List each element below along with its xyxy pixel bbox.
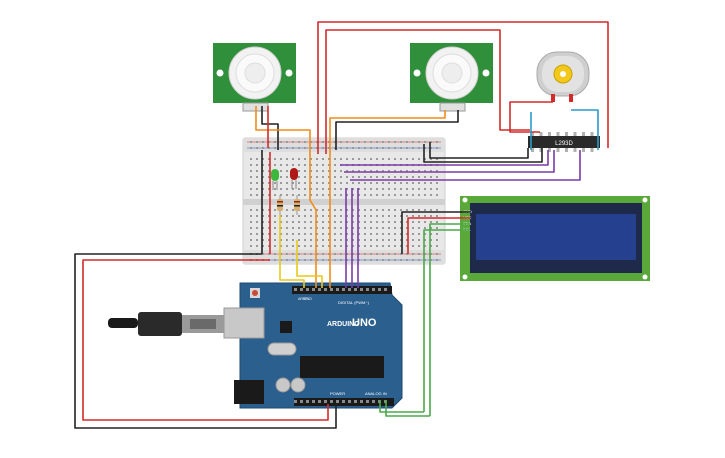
wire-bb-yellow (279, 215, 305, 288)
lcd-module[interactable]: GND VCC SDA SCL (460, 196, 650, 281)
pir1-label-right: SENS (295, 73, 300, 84)
pir2-label-right: SENS (492, 73, 497, 84)
usb-cable (108, 312, 224, 336)
arduino-digital-label: DIGITAL (PWM~) (338, 300, 370, 305)
motor-driver-ic[interactable]: L293D (528, 132, 600, 152)
resistor-1[interactable] (277, 195, 283, 215)
arduino-power-label: POWER (330, 391, 345, 396)
wire-a4-green (379, 400, 424, 413)
arduino-gnd-label: GND (304, 297, 312, 301)
wire-pir2-red (325, 29, 530, 154)
resistor-2[interactable] (294, 195, 300, 215)
wire-motor-power-red (317, 21, 609, 154)
green-led[interactable] (271, 169, 279, 190)
wire-pir2-orange (329, 110, 446, 152)
wires (74, 21, 609, 429)
arduino-uno[interactable]: ARDUINO UNO DIGITAL (PWM~) POWER ANALOG … (223, 282, 403, 409)
arduino-header-pins (294, 288, 387, 403)
red-led[interactable] (290, 168, 298, 189)
arduino-brand: ARDUINO (327, 321, 360, 328)
arduino-aref-label: AREF (298, 297, 307, 301)
wire-motor-lead-red (509, 101, 553, 133)
wire-a5-green (385, 400, 430, 417)
dc-motor[interactable] (536, 51, 590, 102)
pir-sensor-2[interactable]: SENSE SENS (399, 43, 497, 112)
pir1-label-left: SENSE (202, 73, 207, 87)
wire-lcd-green-2 (429, 223, 470, 416)
motor-driver-pins (531, 132, 594, 152)
breadboard-holes (250, 141, 438, 261)
wire-power-red (82, 259, 329, 421)
wire-bb-yellow-2 (296, 240, 323, 288)
wire-power-black (74, 253, 337, 429)
breadboard[interactable] (242, 137, 446, 265)
pir2-label-left: SENSE (399, 73, 404, 87)
pir-sensor-1[interactable]: SENSE SENS (202, 43, 300, 112)
wire-pir2-black (335, 110, 459, 150)
wire-ic-black-2 (423, 144, 543, 163)
arduino-analog-label: ANALOG IN (365, 391, 387, 396)
wire-lcd-green-1 (423, 229, 470, 412)
wire-pir1-black (261, 106, 279, 150)
wire-purple-2 (344, 150, 555, 173)
wire-lcd-black (401, 211, 470, 254)
wire-pir1-orange (255, 106, 311, 150)
wire-ic-black (429, 142, 529, 159)
wire-purple-3 (350, 150, 581, 181)
arduino-model: UNO (352, 317, 377, 329)
motor-driver-label: L293D (555, 141, 573, 147)
wire-purple-1 (340, 150, 549, 166)
wire-motor-teal-2 (571, 109, 599, 150)
wire-bb-orange-1 (309, 150, 317, 288)
wire-lcd-red (407, 217, 470, 254)
